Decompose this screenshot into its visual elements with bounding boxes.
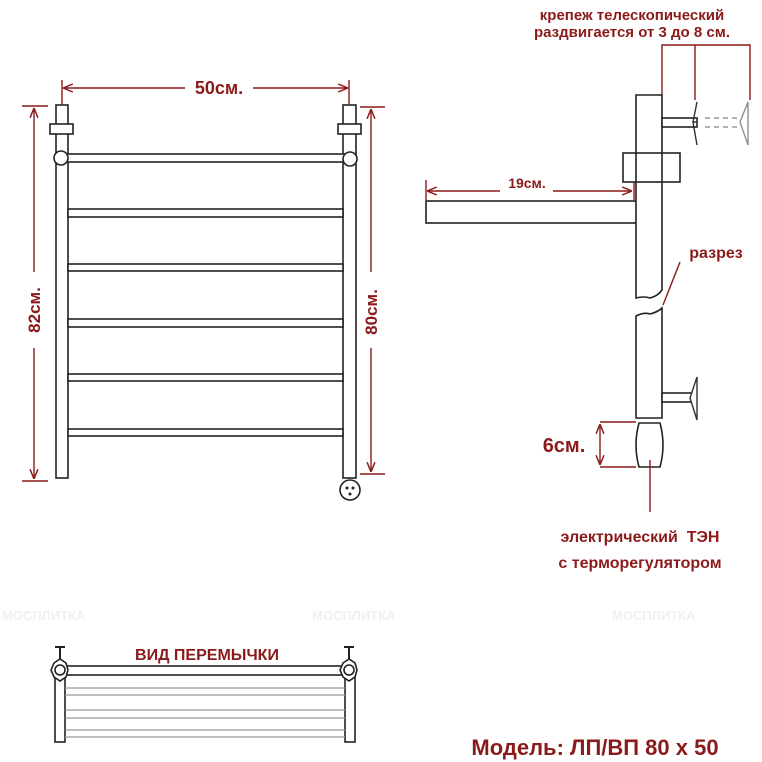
heater-label-line1: электрический ТЭН [561, 529, 720, 546]
mount-label-line1: крепеж телескопический [540, 7, 724, 24]
rung [67, 263, 344, 272]
heater-label-line2: с терморегулятором [558, 555, 721, 572]
mount-label-line2: раздвигается от 3 до 8 см. [534, 24, 730, 41]
rungs [67, 208, 344, 437]
section-label: разрез [689, 245, 742, 262]
rung [67, 318, 344, 328]
top-rail [63, 153, 349, 163]
top-view: ВИД ПЕРЕМЫЧКИ [50, 646, 358, 743]
watermark: МОСПЛИТКА [312, 608, 396, 623]
watermark: МОСПЛИТКА [2, 608, 86, 623]
watermark: МОСПЛИТКА [612, 608, 696, 623]
extended-bracket-cone [739, 101, 749, 146]
upper-bracket-rod [661, 117, 698, 128]
upper-bracket-cone [692, 101, 698, 146]
center-height-label: 80см. [362, 289, 381, 335]
heater-element-icon [635, 422, 664, 468]
model-label: Модель: ЛП/ВП 80 х 50 [471, 735, 718, 760]
left-joint [53, 150, 69, 166]
rung [67, 428, 344, 437]
left-nut [49, 123, 74, 135]
side-post-upper [635, 94, 663, 300]
width-label: 50см. [195, 78, 243, 98]
lower-bracket-rod [661, 392, 693, 403]
heater-height-label: 6см. [543, 435, 586, 457]
front-view: 50см. 82см. 80см. [22, 78, 385, 501]
total-height-label: 82см. [25, 287, 44, 333]
rung [67, 208, 344, 218]
top-view-title: ВИД ПЕРЕМЫЧКИ [135, 647, 279, 664]
side-post-lower [635, 306, 663, 419]
clamp [622, 152, 681, 183]
rung [67, 373, 344, 382]
side-rung [425, 200, 639, 224]
plug-icon [339, 479, 361, 501]
depth-label: 19см. [508, 175, 546, 191]
right-joint [342, 151, 358, 167]
top-rail [61, 665, 349, 676]
right-nut [337, 123, 362, 135]
lower-bracket-cone [689, 376, 698, 421]
side-view: крепеж телескопический раздвигается от 3… [425, 7, 751, 572]
